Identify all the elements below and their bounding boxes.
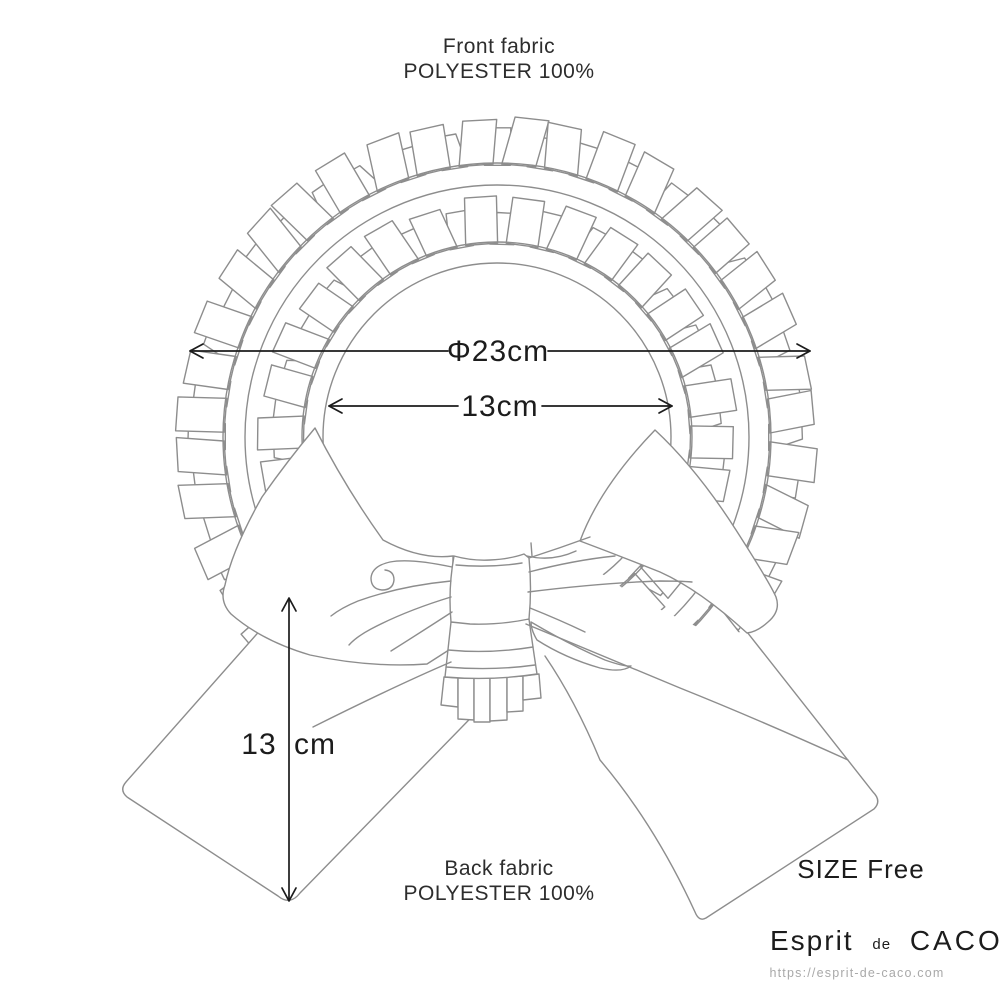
arrowhead-down (281, 887, 297, 902)
knot-band-line (445, 664, 536, 670)
tail-fold-line (312, 661, 452, 728)
gather-line (528, 536, 591, 559)
dimension-annotations: Φ23cm 13cm 13 cm (189, 335, 811, 902)
bow-ribbon (122, 427, 879, 920)
ruffle-pleat (218, 249, 275, 310)
ruffle-pleat (766, 389, 815, 434)
arrowhead-left (328, 398, 343, 414)
knot-center (449, 553, 532, 625)
gather-curl (370, 560, 453, 591)
ruffle-pleat (458, 118, 498, 168)
ruffle-pleat (501, 116, 550, 168)
ruffle-pleat (720, 250, 776, 311)
back-fabric-material: POLYESTER 100% (403, 882, 594, 905)
ruffle-pleat (585, 130, 636, 193)
front-fabric-title: Front fabric (443, 35, 555, 58)
inner-diameter-label: 13cm (461, 390, 538, 423)
ruffle-pleat (689, 425, 734, 460)
ruffle-pleat (646, 288, 705, 342)
knot-wrap-band (444, 618, 538, 680)
brand-logo: Esprit de CACO (770, 924, 1000, 956)
gather-line (527, 580, 693, 593)
gather-line (526, 550, 577, 559)
tail-length-label: 13 cm (241, 728, 336, 761)
knot-band-line (447, 646, 534, 653)
ruffle-pleat (363, 220, 420, 276)
ruffle-pleat (193, 300, 253, 349)
gather-line (528, 555, 616, 573)
size-label: SIZE Free (797, 854, 924, 884)
gather-line (390, 611, 453, 652)
captions: Front fabric POLYESTER 100% Back fabric … (403, 35, 1000, 980)
knot-pleat-tab (506, 675, 524, 713)
ruffle-pleat (617, 252, 673, 309)
ruffle-pleat (177, 483, 237, 520)
brand-part-caco: CACO (910, 925, 1000, 956)
ruffle-pleat (174, 396, 228, 433)
arrowhead-up (281, 597, 297, 612)
knot-pleat-tab (522, 673, 542, 701)
ruffle-pleat (543, 121, 583, 177)
arrowhead-left (189, 343, 204, 359)
ribbon-fold-sliver (530, 621, 632, 671)
ruffle-pleat (660, 187, 723, 242)
front-fabric-material: POLYESTER 100% (403, 60, 594, 83)
ruffle-pleat (624, 151, 675, 215)
knot-pleat-tab (457, 677, 475, 721)
gather-line (530, 542, 533, 557)
ruffle-pleat (314, 152, 371, 214)
ruffle-pleat (683, 378, 738, 418)
brand-url: https://esprit-de-caco.com (769, 966, 944, 980)
left-tail-outline (122, 626, 501, 901)
ruffle-pleat (256, 415, 305, 451)
ruffle-pleat (545, 205, 597, 261)
ruffle-pleat (298, 282, 354, 333)
arrowhead-right (658, 398, 673, 414)
ruffle-pleat (271, 322, 330, 370)
outer-diameter-label: Φ23cm (447, 335, 549, 368)
ruffle-pleat (263, 364, 314, 409)
ruffle-pleat (175, 436, 228, 476)
gather-line (529, 607, 586, 633)
ruffle-pleat (583, 226, 639, 282)
right-tail-fill (545, 632, 878, 920)
tail-length-unit: cm (294, 728, 336, 761)
back-fabric-title: Back fabric (444, 857, 553, 880)
knot-pleat-tab (489, 676, 508, 722)
ruffle-pleat (692, 217, 750, 274)
brand-part-esprit: Esprit (770, 925, 854, 956)
tail-length-value: 13 (241, 728, 276, 761)
ruffle-pleat (463, 195, 499, 247)
knot-pleat-tab (440, 676, 459, 708)
ruffle-pleat (409, 123, 451, 177)
knot-fold-line (455, 562, 523, 567)
ruffle-pleat (505, 196, 546, 249)
left-tail-fill (122, 627, 500, 901)
tail-fold-line (525, 623, 849, 761)
left-bow-loop (222, 427, 454, 666)
right-tail-outline (544, 631, 879, 920)
arrowhead-right (796, 343, 811, 359)
dimension-arrows (189, 343, 811, 902)
ruffle-pleat (741, 292, 797, 350)
ruffle-pleat (757, 483, 809, 539)
ruffle-pleat (408, 208, 458, 257)
gather-line (330, 580, 452, 617)
ruffle-pleat (366, 132, 410, 193)
ruffle-pleat (766, 441, 818, 484)
ruffle-pleat (246, 207, 302, 274)
gather-line (348, 596, 452, 646)
ruffle-pleat (270, 182, 334, 242)
ruffle-pleat (326, 245, 385, 302)
brand-part-de: de (872, 936, 891, 953)
ruffle-pleat (757, 355, 813, 391)
knot-pleat-tab (473, 677, 491, 723)
